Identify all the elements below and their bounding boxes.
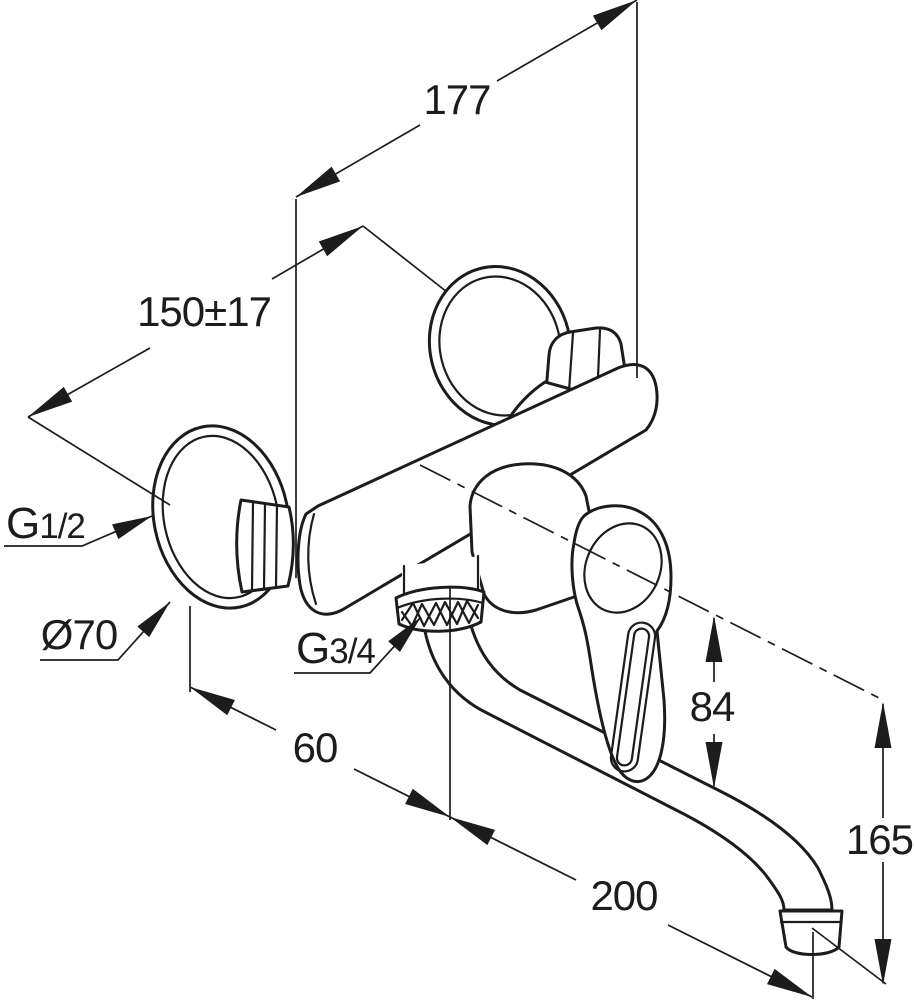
- dim-label-150: 150±17: [137, 288, 271, 335]
- lower-union-nut: [235, 498, 295, 594]
- dim-label-60: 60: [293, 724, 338, 771]
- handle-slot-inner: [615, 627, 651, 767]
- dim-label-84: 84: [690, 683, 735, 730]
- spout-nut: [394, 585, 486, 633]
- dimension-60: 60: [189, 588, 451, 820]
- dimension-84: 84: [690, 616, 736, 788]
- arrowhead: [705, 742, 723, 788]
- lever-handle: [570, 504, 673, 783]
- callout-d70: Ø70: [40, 601, 171, 661]
- arrowhead: [592, 0, 637, 31]
- arrowhead: [405, 788, 450, 817]
- spout-outlet: [778, 909, 844, 956]
- arrowhead: [112, 516, 152, 540]
- callout-g12: G1/2: [4, 499, 153, 548]
- dimension-150: 150±17: [27, 225, 448, 506]
- arrowhead: [705, 616, 723, 662]
- arrowhead: [874, 939, 892, 985]
- callout-g34: G3/4: [294, 616, 422, 674]
- handle-slot-outer: [609, 621, 657, 773]
- arrowhead: [767, 968, 812, 997]
- arrowhead: [388, 617, 421, 652]
- dimension-165: 165: [811, 702, 914, 985]
- arrowhead: [137, 602, 170, 638]
- arrowhead: [28, 386, 73, 417]
- arrowhead: [450, 817, 495, 846]
- arrowhead: [296, 166, 341, 197]
- dim-label-200: 200: [590, 872, 657, 919]
- thread-label-g34: G3/4: [296, 624, 375, 673]
- dim-label-177: 177: [423, 76, 490, 123]
- body-axis-centerline: [419, 464, 884, 701]
- dimension-177: 177: [295, 0, 638, 578]
- arrowhead: [318, 226, 363, 257]
- arrowhead: [190, 687, 235, 716]
- dim-label-d70: Ø70: [41, 611, 117, 658]
- dim-label-165: 165: [846, 816, 913, 863]
- arrowhead: [874, 702, 892, 748]
- dimension-200: 200: [449, 816, 814, 999]
- thread-label-g12: G1/2: [6, 499, 85, 548]
